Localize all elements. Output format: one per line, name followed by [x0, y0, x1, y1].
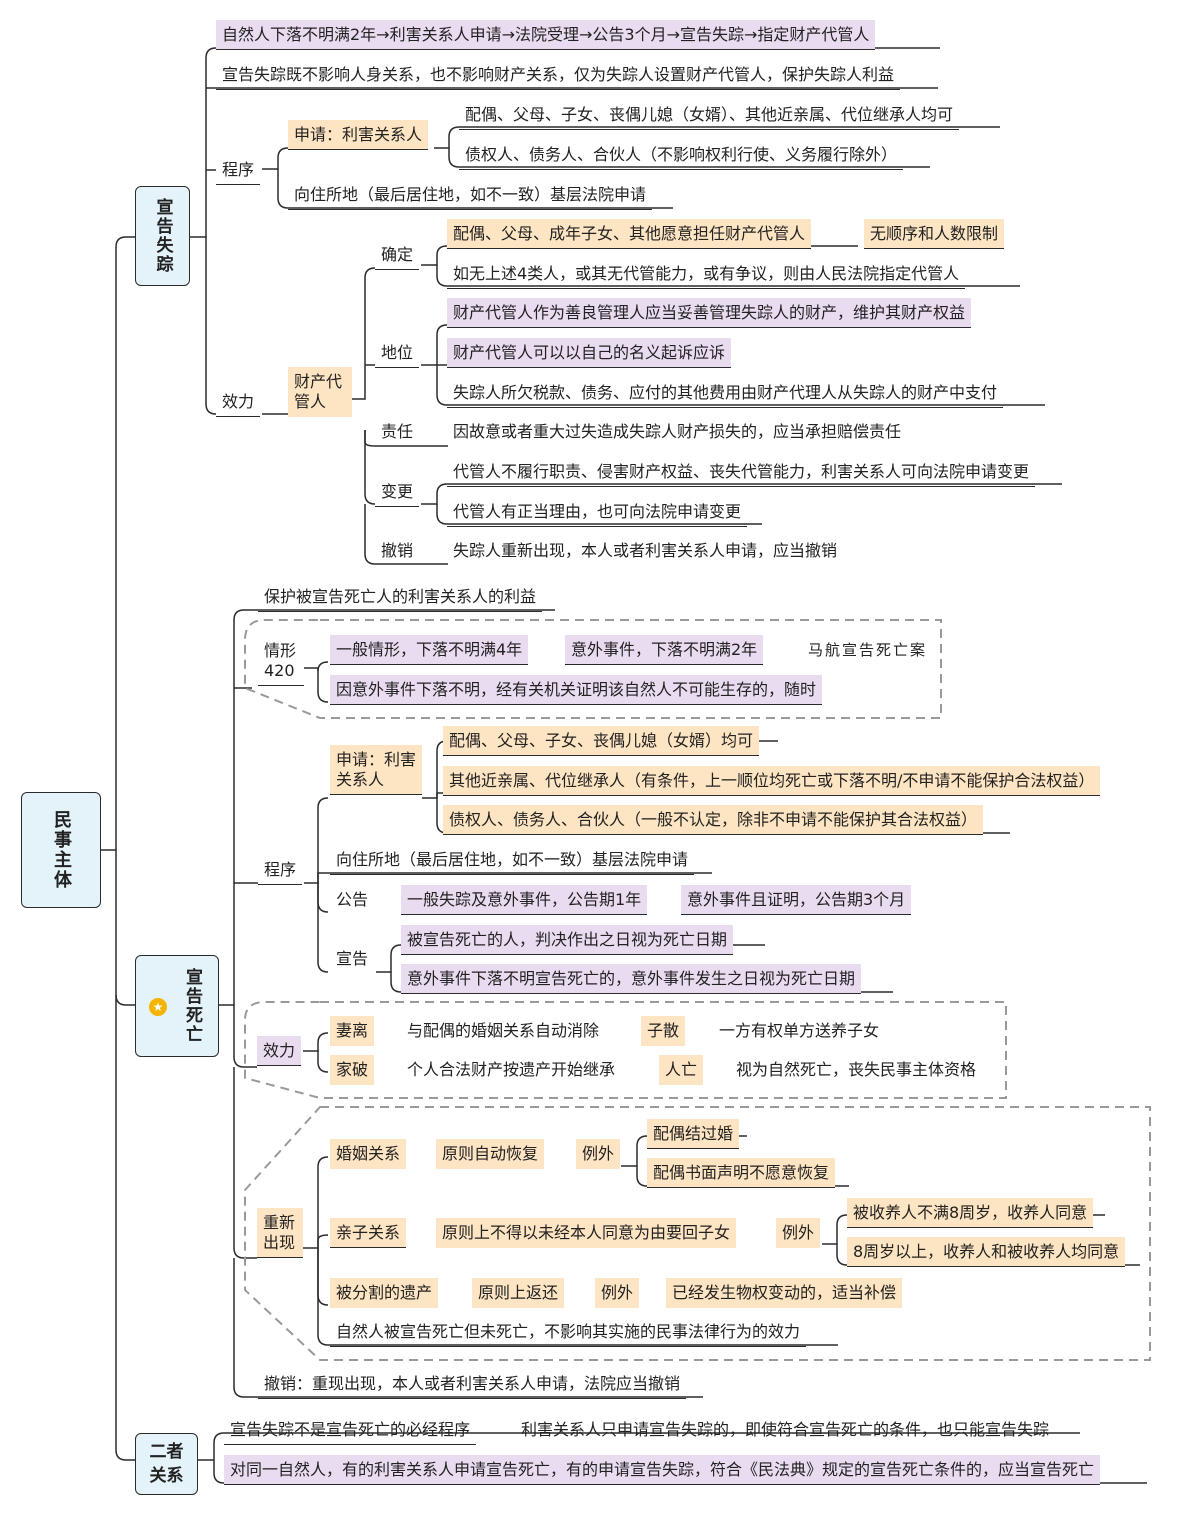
root-node[interactable]: 民事主体 — [21, 792, 101, 908]
effect-tag: 子散 — [641, 1016, 686, 1046]
missing-court: 向住所地（最后居住地，如不一致）基层法院申请 — [288, 180, 653, 210]
declare-item: 被宣告死亡的人，判决作出之日视为死亡日期 — [401, 925, 734, 955]
missing-flow: 自然人下落不明满2年→利害关系人申请→法院受理→公告3个月→宣告失踪→指定财产代… — [216, 20, 876, 50]
parent-exception: 被收养人不满8周岁，收养人同意 — [847, 1198, 1094, 1228]
situation-label[interactable]: 情形420 — [258, 636, 304, 686]
parent-label: 亲子关系 — [330, 1218, 407, 1248]
notice-item: 一般失踪及意外事件，公告期1年 — [401, 885, 648, 915]
notice-label[interactable]: 公告 — [336, 890, 369, 909]
exception-tag: 例外 — [595, 1278, 640, 1308]
determine-item: 如无上述4类人，或其无代管能力，或有争议，则由人民法院指定代管人 — [447, 259, 966, 289]
death-revoke: 撤销：重现出现，本人或者利害关系人申请，法院应当撤销 — [258, 1369, 687, 1399]
missing-apply-item: 债权人、债务人、合伙人（不影响权利行使、义务履行除外） — [459, 140, 904, 170]
missing-apply[interactable]: 申请：利害关系人 — [288, 120, 429, 150]
effect-tag: 妻离 — [330, 1016, 375, 1046]
status-item: 财产代管人可以以自己的名义起诉应诉 — [447, 338, 732, 368]
marriage-exception: 配偶结过婚 — [647, 1119, 740, 1149]
estate-label: 被分割的遗产 — [330, 1278, 439, 1308]
status-item: 财产代管人作为善良管理人应当妥善管理失踪人的财产，维护其财产权益 — [447, 298, 972, 328]
reappear-label[interactable]: 重新出现 — [257, 1208, 303, 1258]
death-apply[interactable]: 申请：利害关系人 — [330, 745, 422, 795]
determine-item: 配偶、父母、成年子女、其他愿意担任财产代管人 — [447, 219, 812, 249]
change-item: 代管人不履行职责、侵害财产权益、丧失代管能力，利害关系人可向法院申请变更 — [447, 457, 1036, 487]
effect-tag: 人亡 — [659, 1055, 704, 1085]
relation-item: 利害关系人只申请宣告失踪的，即使符合宣告死亡的条件，也只能宣告失踪 — [521, 1420, 1050, 1439]
notice-item: 意外事件且证明，公告期3个月 — [681, 885, 912, 915]
change-label[interactable]: 变更 — [375, 477, 420, 507]
estate-rule: 原则上返还 — [472, 1278, 565, 1308]
situation-accident: 意外事件，下落不明满2年 — [565, 635, 764, 665]
reappear-acts: 自然人被宣告死亡但未死亡，不影响其实施的民事法律行为的效力 — [330, 1317, 807, 1347]
situation-proven: 因意外事件下落不明，经有关机关证明该自然人不可能生存的，随时 — [330, 675, 823, 705]
effect-tag: 家破 — [330, 1055, 375, 1085]
parent-exception: 8周岁以上，收养人和被收养人均同意 — [847, 1237, 1126, 1267]
status-item: 失踪人所欠税款、债务、应付的其他费用由财产代理人从失踪人的财产中支付 — [447, 378, 1004, 408]
death-apply-item: 债权人、债务人、合伙人（一般不认定，除非不申请不能保护其合法权益） — [443, 805, 984, 835]
revoke-item: 失踪人重新出现，本人或者利害关系人申请，应当撤销 — [453, 541, 838, 560]
determine-label[interactable]: 确定 — [375, 240, 420, 270]
liability-label[interactable]: 责任 — [381, 422, 414, 441]
exception-tag: 例外 — [576, 1139, 621, 1169]
death-court: 向住所地（最后居住地，如不一致）基层法院申请 — [330, 845, 695, 875]
declare-label[interactable]: 宣告 — [336, 949, 369, 968]
status-label[interactable]: 地位 — [375, 338, 420, 368]
estate-exception: 已经发生物权变动的，适当补偿 — [666, 1278, 903, 1308]
death-apply-item: 配偶、父母、子女、丧偶儿媳（女婿）均可 — [443, 726, 760, 756]
revoke-label[interactable]: 撤销 — [381, 541, 414, 560]
custodian-node[interactable]: 财产代管人 — [288, 367, 352, 417]
missing-effect-note: 宣告失踪既不影响人身关系，也不影响财产关系，仅为失踪人设置财产代管人，保护失踪人… — [216, 60, 901, 90]
parent-rule: 原则上不得以未经本人同意为由要回子女 — [436, 1218, 737, 1248]
situation-note: 马航宣告死亡案 — [808, 641, 928, 659]
death-procedure-label[interactable]: 程序 — [258, 855, 303, 885]
death-apply-item: 其他近亲属、代位继承人（有条件，上一顺位均死亡或下落不明/不申请不能保护合法权益… — [443, 766, 1101, 796]
star-icon: ★ — [149, 998, 167, 1016]
exception-tag: 例外 — [776, 1218, 821, 1248]
effect-text: 与配偶的婚姻关系自动消除 — [407, 1021, 600, 1040]
marriage-rule: 原则自动恢复 — [436, 1139, 545, 1169]
death-effect-label[interactable]: 效力 — [257, 1036, 302, 1066]
relation-item: 对同一自然人，有的利害关系人申请宣告死亡，有的申请宣告失踪，符合《民法典》规定的… — [224, 1455, 1101, 1485]
liability-item: 因故意或者重大过失造成失踪人财产损失的，应当承担赔偿责任 — [453, 422, 902, 441]
section-relation[interactable]: 二者关系 — [135, 1433, 198, 1495]
section-relation-label: 二者关系 — [149, 1442, 184, 1486]
section-death[interactable]: 宣告死亡 — [135, 955, 219, 1057]
effect-text: 视为自然死亡，丧失民事主体资格 — [736, 1060, 977, 1079]
section-missing[interactable]: 宣告失踪 — [135, 186, 190, 286]
determine-item: 无顺序和人数限制 — [864, 219, 1005, 249]
declare-item: 意外事件下落不明宣告死亡的，意外事件发生之日视为死亡日期 — [401, 964, 862, 994]
missing-procedure-label[interactable]: 程序 — [216, 155, 261, 185]
missing-apply-item: 配偶、父母、子女、丧偶儿媳（女婿）、其他近亲属、代位继承人均可 — [459, 100, 960, 130]
situation-general: 一般情形，下落不明满4年 — [330, 635, 529, 665]
effect-text: 个人合法财产按遗产开始继承 — [407, 1060, 616, 1079]
missing-effect-label[interactable]: 效力 — [216, 387, 261, 417]
marriage-exception: 配偶书面声明不愿意恢复 — [647, 1158, 836, 1188]
change-item: 代管人有正当理由，也可向法院申请变更 — [447, 497, 748, 527]
effect-text: 一方有权单方送养子女 — [719, 1021, 880, 1040]
marriage-label: 婚姻关系 — [330, 1139, 407, 1169]
relation-item: 宣告失踪不是宣告死亡的必经程序 — [224, 1415, 477, 1445]
section-death-label: 宣告死亡 — [182, 968, 202, 1044]
death-purpose: 保护被宣告死亡人的利害关系人的利益 — [258, 582, 543, 612]
